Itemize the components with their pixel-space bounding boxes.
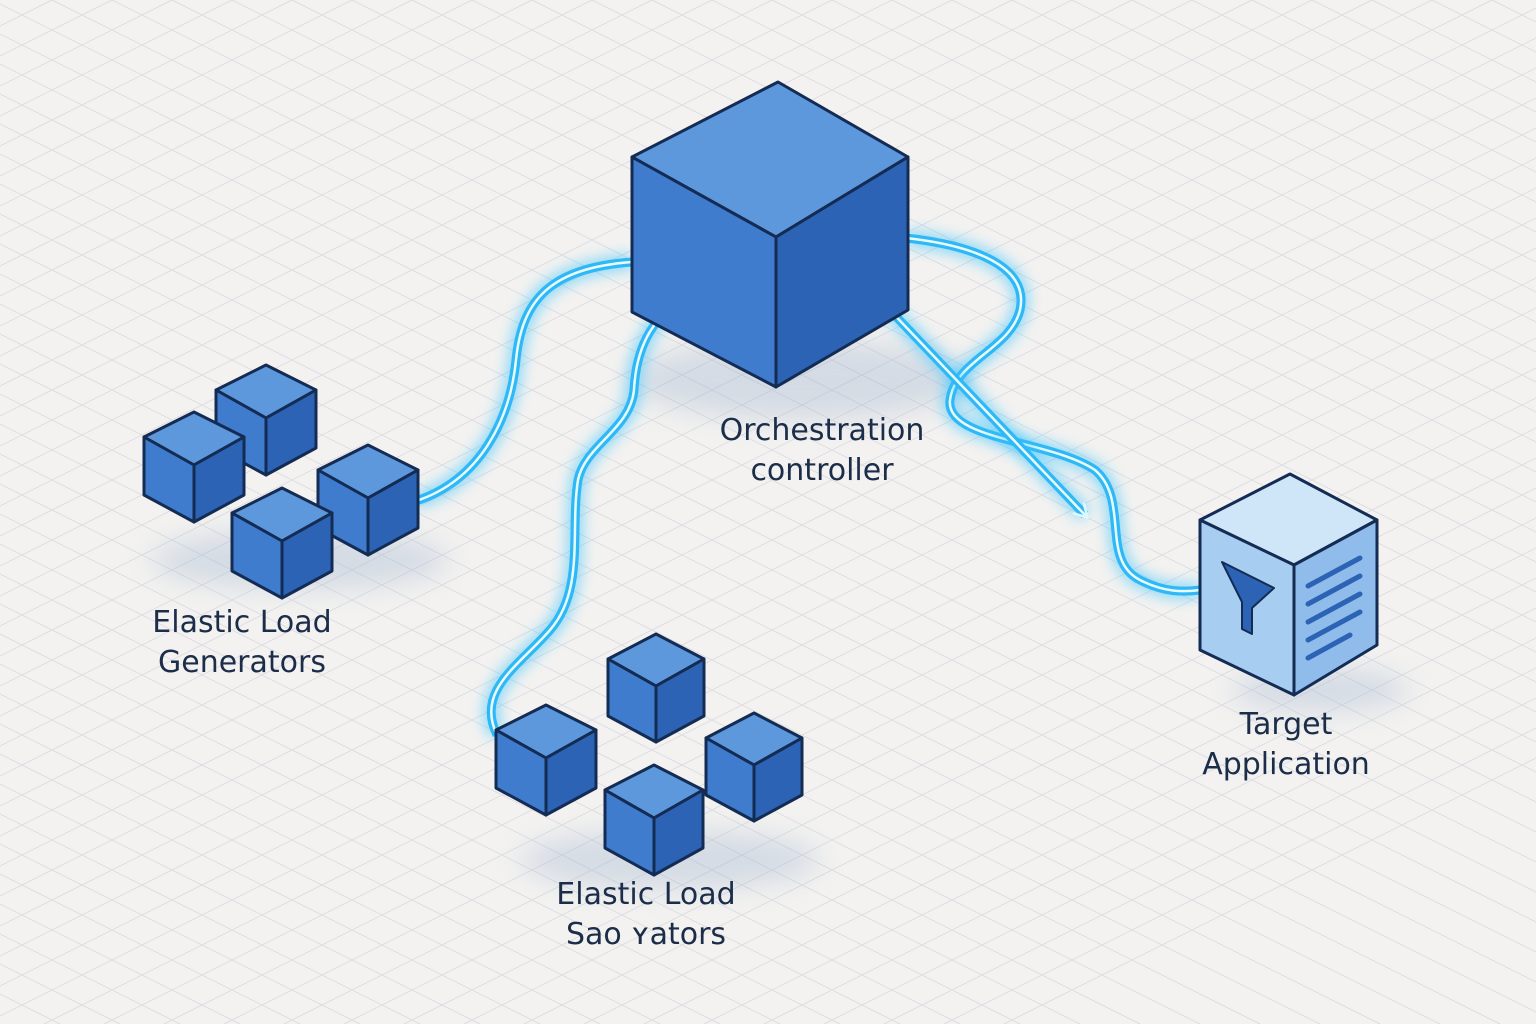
- grid-line: [111, 0, 1536, 713]
- grid-line: [171, 0, 1536, 683]
- grid-line: [0, 0, 533, 267]
- grid-line: [0, 663, 721, 1024]
- controller-cube: [630, 80, 910, 389]
- grid-line: [951, 0, 1536, 293]
- generator-cube: [142, 410, 246, 524]
- grid-line: [0, 633, 781, 1024]
- grid-line: [0, 0, 353, 177]
- generator-cube: [230, 486, 334, 600]
- grid-line: [1131, 0, 1536, 203]
- flow-controller-loop-to-target: [905, 230, 1202, 600]
- grid-line: [1003, 757, 1536, 1024]
- grid-line: [0, 783, 481, 1024]
- grid-line: [163, 337, 1536, 1024]
- grid-line: [583, 547, 1536, 1024]
- grid-line: [643, 577, 1536, 1024]
- grid-line: [891, 0, 1536, 323]
- grid-line: [0, 0, 713, 357]
- grid-line: [0, 603, 841, 1024]
- generators-label-line1: Elastic Load: [152, 605, 331, 640]
- controller-label-line2: controller: [750, 453, 894, 488]
- generators-label-line2: Generators: [158, 645, 326, 680]
- grid-line: [763, 637, 1536, 1024]
- grid-line: [0, 0, 833, 417]
- grid-line: [0, 0, 653, 327]
- grid-line: [0, 0, 773, 387]
- grid-line: [0, 813, 421, 1024]
- second-group-cube-cluster: [494, 632, 804, 877]
- grid-line: [523, 517, 1536, 1024]
- target-label-line1: Target: [1239, 707, 1333, 742]
- second-group-label-line1: Elastic Load: [556, 877, 735, 912]
- target-label-line2: Application: [1202, 747, 1370, 782]
- grid-line: [1191, 0, 1536, 173]
- grid-line: [0, 0, 953, 477]
- funnel-icon: [1221, 561, 1275, 635]
- controller-label-line1: Orchestration: [720, 413, 925, 448]
- target-application-node: Target Application: [1198, 472, 1379, 782]
- grid-line: [831, 0, 1536, 353]
- second-group-label-line2: Sao ʏators: [566, 917, 726, 952]
- second-group-cube: [494, 703, 598, 817]
- grid-line: [0, 0, 893, 447]
- grid-line: [711, 0, 1536, 413]
- grid-line: [0, 843, 361, 1024]
- flow-generators-to-controller: [413, 254, 633, 509]
- grid-line: [0, 273, 1501, 1024]
- grid-line: [0, 0, 1493, 747]
- grid-line: [43, 277, 1536, 1024]
- grid-line: [823, 667, 1536, 1024]
- grid-line: [0, 0, 1253, 627]
- grid-line: [1011, 0, 1536, 263]
- grid-line: [103, 307, 1536, 1024]
- grid-line: [0, 0, 593, 297]
- grid-line: [0, 0, 413, 207]
- grid-line: [0, 723, 601, 1024]
- target-application-box: [1198, 472, 1379, 697]
- grid-line: [0, 753, 541, 1024]
- grid-line: [703, 607, 1536, 1024]
- document-lines-icon: [1305, 555, 1363, 661]
- grid-line: [0, 693, 661, 1024]
- grid-line: [0, 0, 473, 237]
- grid-line: [771, 0, 1536, 383]
- second-group-cube: [603, 763, 705, 877]
- second-group-cube: [606, 632, 706, 744]
- grid-line: [1071, 0, 1536, 233]
- grid-line: [883, 697, 1536, 1024]
- flow-controller-to-second-group: [483, 278, 710, 739]
- generators-cube-cluster: [142, 363, 420, 600]
- elastic-load-generators-node: Elastic Load Generators: [142, 363, 420, 680]
- grid-line: [651, 0, 1536, 443]
- orchestration-controller-node: Orchestration controller: [630, 80, 925, 488]
- elastic-load-second-group-node: Elastic Load Sao ʏators: [494, 632, 804, 952]
- grid-line: [591, 0, 1536, 473]
- grid-line: [943, 727, 1536, 1024]
- second-group-cube: [704, 711, 804, 823]
